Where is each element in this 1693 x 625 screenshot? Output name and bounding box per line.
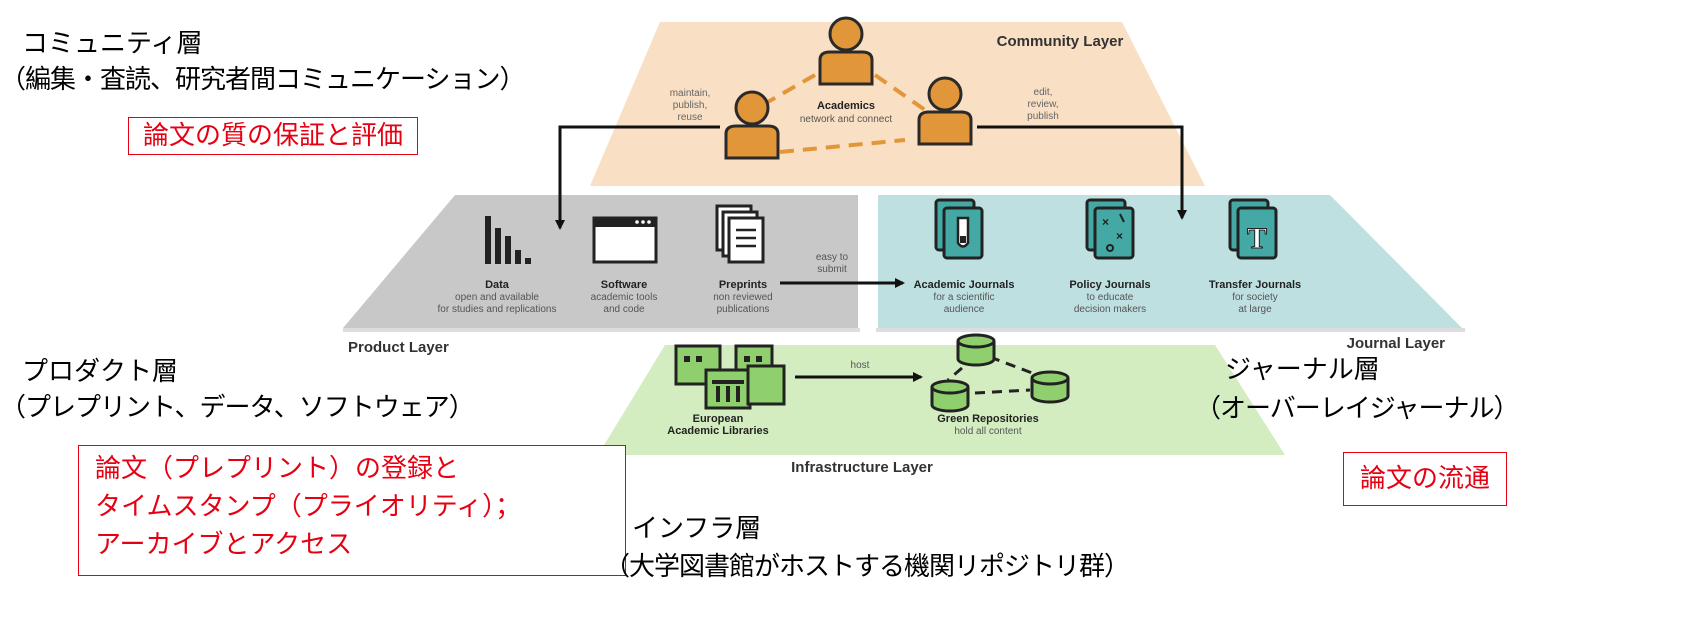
right-action-line-1: edit, bbox=[1034, 87, 1053, 98]
community-to-journal-arrow bbox=[977, 125, 1187, 220]
preprints-desc-1: non reviewed bbox=[713, 292, 772, 303]
journal-layer-title: Journal Layer bbox=[1347, 335, 1446, 352]
transfer-journal-icon: T bbox=[1228, 198, 1278, 260]
software-title: Software bbox=[601, 279, 647, 291]
academic-journals-desc-1: for a scientific bbox=[933, 292, 994, 303]
product-role-line-2: タイムスタンプ（プライオリティ）； bbox=[95, 492, 522, 522]
academics-desc: network and connect bbox=[800, 114, 893, 125]
product-role-box: 論文（プレプリント）の登録と タイムスタンプ（プライオリティ）； アーカイブとア… bbox=[78, 445, 626, 576]
policy-journals-desc-1: to educate bbox=[1087, 292, 1134, 303]
svg-text:T: T bbox=[1247, 222, 1267, 255]
preprints-title: Preprints bbox=[719, 279, 767, 291]
libraries-title-2: Academic Libraries bbox=[667, 425, 769, 437]
data-desc-2: for studies and replications bbox=[438, 304, 557, 315]
community-layer-annotation-title: コミュニティ層 bbox=[22, 29, 203, 59]
product-role-line-3: アーカイブとアクセス bbox=[95, 530, 353, 560]
repositories-desc: hold all content bbox=[954, 426, 1021, 437]
transfer-journals-desc-1: for society bbox=[1232, 292, 1278, 303]
data-title: Data bbox=[485, 279, 510, 291]
product-role-line-1: 論文（プレプリント）の登録と bbox=[95, 454, 460, 484]
libraries-title-1: European bbox=[693, 413, 744, 425]
transfer-journals-title: Transfer Journals bbox=[1209, 279, 1301, 291]
infrastructure-layer-annotation-title: インフラ層 bbox=[632, 514, 762, 544]
journal-layer-shape bbox=[878, 195, 1462, 328]
transfer-journals-desc-2: at large bbox=[1238, 304, 1272, 315]
policy-journal-icon: × × bbox=[1085, 198, 1135, 260]
svg-text:×: × bbox=[1116, 229, 1123, 243]
repository-database-icons bbox=[930, 333, 1070, 413]
product-layer-annotation-subtitle: （プレプリント、データ、ソフトウェア） bbox=[0, 393, 475, 423]
right-action-line-3: publish bbox=[1027, 111, 1059, 122]
product-layer-annotation-title: プロダクト層 bbox=[22, 357, 179, 387]
policy-journals-desc-2: decision makers bbox=[1074, 304, 1146, 315]
left-action-line-2: publish, bbox=[673, 100, 707, 111]
submit-label-2: submit bbox=[817, 264, 847, 275]
community-role-text: 論文の質の保証と評価 bbox=[143, 121, 404, 151]
academic-journals-desc-2: audience bbox=[944, 304, 985, 315]
journal-layer-annotation-subtitle: （オーバーレイジャーナル） bbox=[1195, 394, 1519, 424]
infrastructure-layer-annotation-subtitle: （大学図書館がホストする機関リポジトリ群） bbox=[604, 552, 1130, 582]
software-desc-2: and code bbox=[603, 304, 645, 315]
submit-label-1: easy to bbox=[816, 252, 849, 263]
academic-journal-icon bbox=[934, 198, 984, 260]
academic-journals-title: Academic Journals bbox=[914, 279, 1015, 291]
academics-title: Academics bbox=[817, 100, 875, 112]
software-window-icon bbox=[592, 216, 658, 264]
academic-library-icon bbox=[674, 344, 786, 410]
community-role-box: 論文の質の保証と評価 bbox=[128, 117, 419, 155]
data-desc-1: open and available bbox=[455, 292, 539, 303]
host-label: host bbox=[851, 360, 870, 371]
journal-role-text: 論文の流通 bbox=[1360, 464, 1491, 494]
product-layer-title: Product Layer bbox=[348, 339, 449, 356]
academic-network-links bbox=[744, 73, 927, 154]
left-action-line-1: maintain, bbox=[670, 88, 711, 99]
right-action-line-2: review, bbox=[1027, 99, 1058, 110]
community-to-product-arrow bbox=[555, 125, 720, 230]
left-action-line-3: reuse bbox=[677, 112, 702, 123]
repositories-title: Green Repositories bbox=[937, 413, 1038, 425]
software-desc-1: academic tools bbox=[591, 292, 658, 303]
svg-text:×: × bbox=[1102, 215, 1109, 229]
policy-journals-title: Policy Journals bbox=[1069, 279, 1150, 291]
preprints-document-icon bbox=[715, 204, 765, 264]
bar-chart-icon bbox=[485, 216, 531, 264]
repository-network-links bbox=[947, 355, 1041, 395]
infrastructure-layer-title: Infrastructure Layer bbox=[791, 459, 933, 476]
journal-role-box: 論文の流通 bbox=[1343, 452, 1508, 506]
community-layer-annotation-subtitle: （編集・査読、研究者間コミュニケーション） bbox=[0, 65, 525, 95]
preprints-desc-2: publications bbox=[717, 304, 770, 315]
journal-layer-annotation-title: ジャーナル層 bbox=[1225, 355, 1380, 385]
community-layer-title: Community Layer bbox=[997, 33, 1124, 50]
